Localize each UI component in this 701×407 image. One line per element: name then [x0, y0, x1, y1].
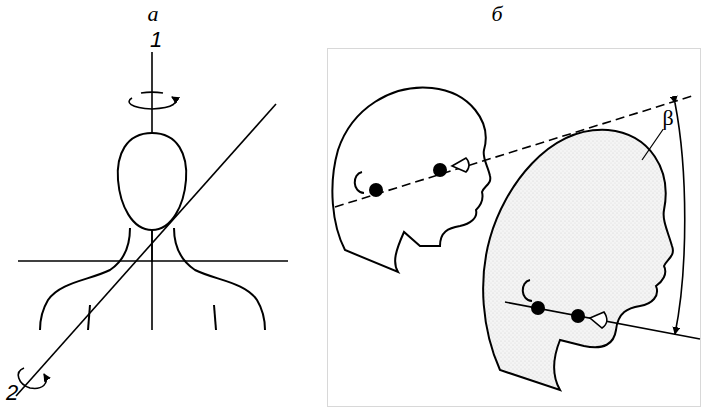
axis-number: 1: [150, 29, 162, 51]
panel-letter: а: [148, 3, 159, 25]
rotation-arrow-1-back: [141, 91, 163, 93]
reference-line-solid: [505, 302, 700, 339]
angle-symbol: β: [661, 107, 674, 129]
head-profile-2: [483, 130, 673, 390]
head-front-view: [40, 133, 265, 330]
head-profile-1: [332, 88, 490, 272]
axis-number: 2: [6, 382, 18, 404]
panel-frame: [328, 49, 701, 407]
axis-1-lower: [151, 230, 153, 330]
head-1-features: [355, 158, 469, 197]
angle-arc: [675, 103, 685, 334]
rotation-arrow-2: [18, 368, 46, 388]
panel-letter: б: [491, 3, 502, 25]
head-2-features: [523, 280, 607, 328]
angle-leader: [642, 128, 664, 160]
rotation-arrow-1: [129, 97, 175, 109]
axes-a: [16, 52, 288, 396]
reference-line-dashed: [335, 96, 692, 207]
